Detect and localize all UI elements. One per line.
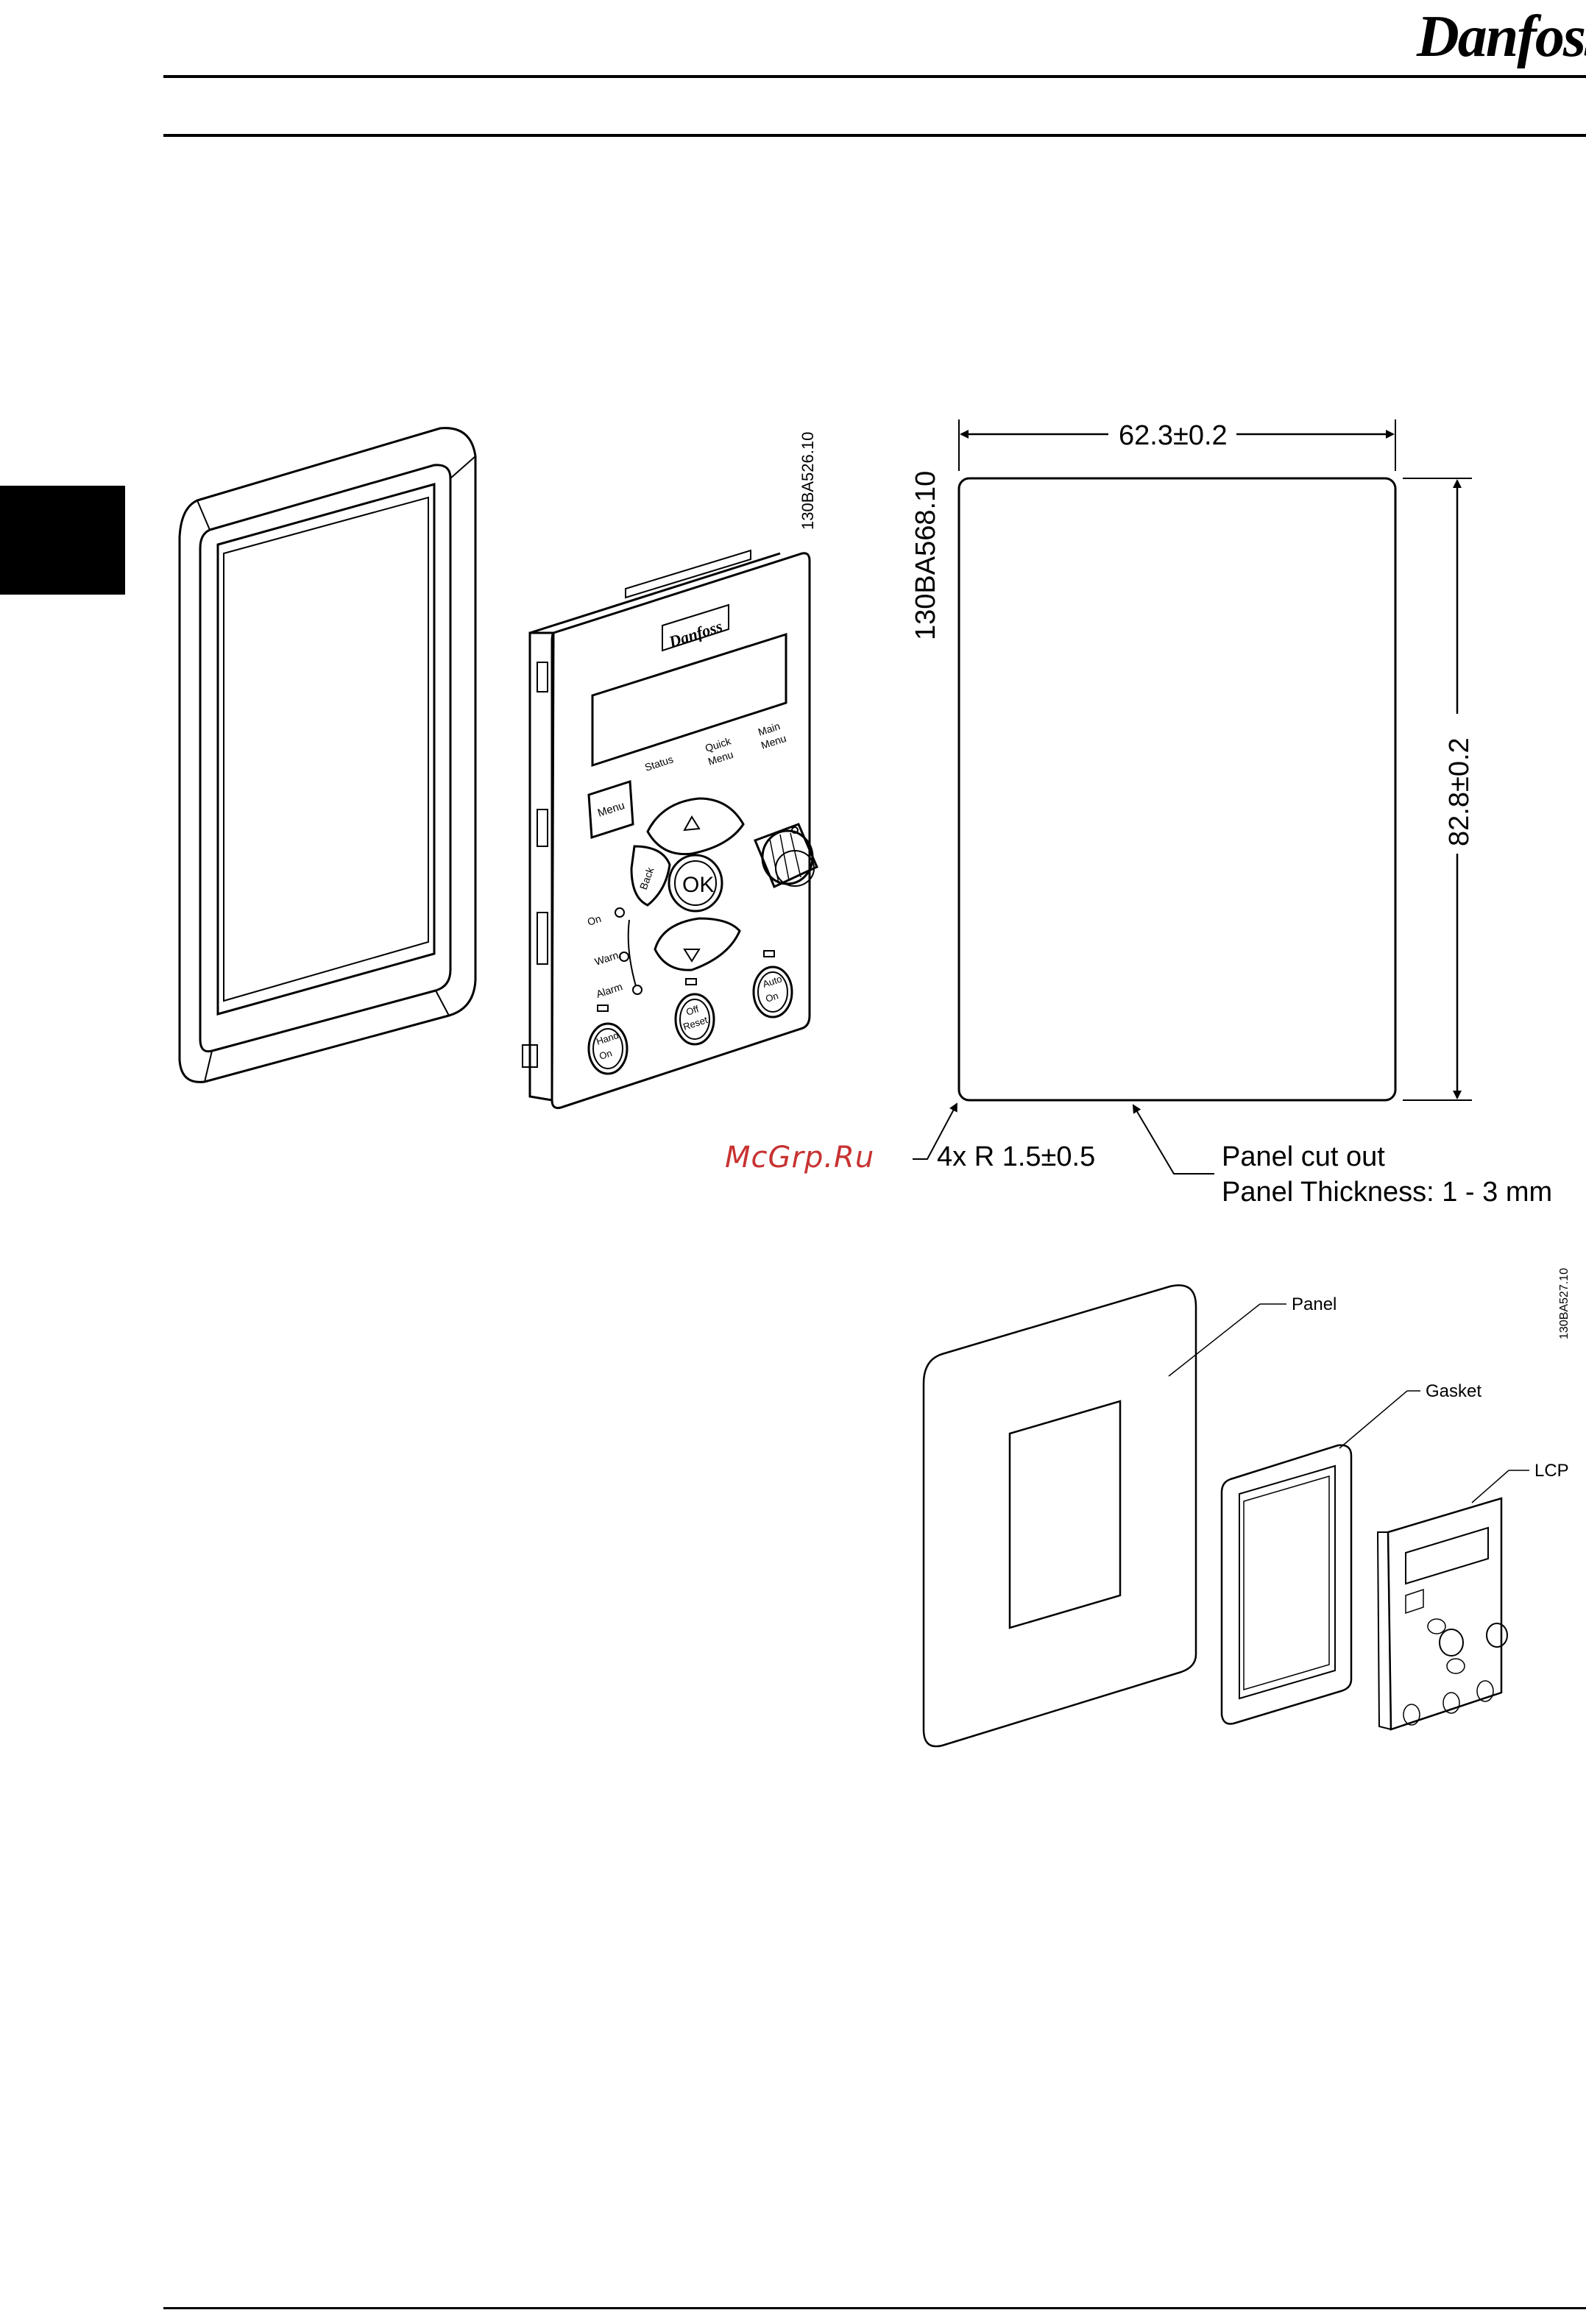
fig3-code: 130BA527.10 [1558, 1268, 1571, 1339]
cutout-label: Panel cut out [1222, 1141, 1385, 1172]
height-dimension: 82.8±0.2 [1444, 737, 1475, 846]
fig1-code: 130BA526.10 [799, 432, 817, 530]
fig2-code: 130BA568.10 [910, 471, 941, 640]
fig1-lcp: Danfoss Status Quick Menu Main Menu Menu… [523, 550, 817, 1108]
panel-label: Panel [1292, 1294, 1337, 1314]
watermark: McGrp.Ru [725, 1141, 874, 1175]
lcp-label: LCP [1534, 1461, 1569, 1481]
fig1-gasket [180, 428, 475, 1083]
fig3-exploded [924, 1286, 1529, 1747]
thickness-label: Panel Thickness: 1 - 3 mm [1222, 1177, 1552, 1208]
width-dimension: 62.3±0.2 [1119, 420, 1228, 451]
fig2-cutout [913, 419, 1472, 1174]
gasket-label: Gasket [1426, 1381, 1481, 1401]
radius-note: 4x R 1.5±0.5 [937, 1141, 1095, 1172]
ok-key-label: OK [682, 873, 714, 897]
